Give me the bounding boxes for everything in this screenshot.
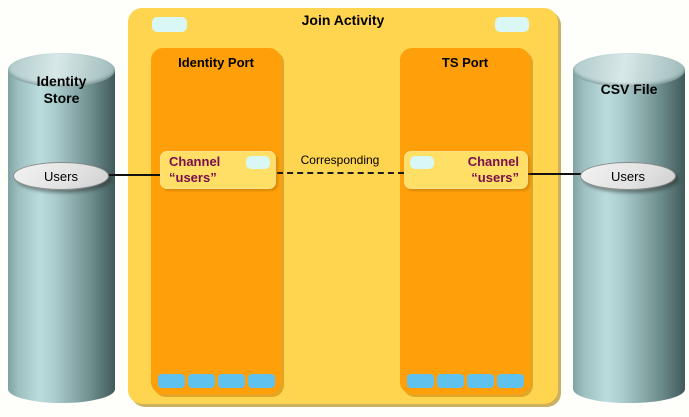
csv-file-cylinder: CSV File bbox=[573, 53, 685, 403]
ts-port-channel-box: Channel “users” bbox=[404, 151, 528, 189]
port-chip bbox=[247, 374, 275, 388]
identity-port-channel-box: Channel “users” bbox=[160, 151, 276, 189]
port-chip bbox=[496, 374, 524, 388]
ts-port-box: TS Port bbox=[400, 48, 530, 394]
identity-store-label: Identity Store bbox=[36, 73, 87, 106]
connector-chip-top-left bbox=[152, 17, 187, 32]
channel-label-line1: Channel bbox=[169, 154, 221, 169]
csv-file-label: CSV File bbox=[600, 81, 658, 97]
channel-chip bbox=[246, 156, 270, 169]
corresponding-dashed-line bbox=[277, 172, 404, 174]
identity-store-users-ellipse: Users bbox=[13, 162, 109, 190]
channel-label: Channel “users” bbox=[468, 154, 519, 186]
corresponding-label: Corresponding bbox=[300, 153, 380, 167]
cylinder-top bbox=[573, 53, 685, 87]
ts-port-chip-row bbox=[400, 374, 530, 388]
identity-port-box: Identity Port bbox=[151, 48, 281, 394]
identity-port-title: Identity Port bbox=[178, 55, 254, 70]
port-chip bbox=[187, 374, 215, 388]
port-chip bbox=[406, 374, 434, 388]
cylinder-top bbox=[8, 53, 115, 87]
ts-port-title: TS Port bbox=[441, 55, 489, 70]
identity-store-cylinder: Identity Store bbox=[8, 53, 115, 403]
port-chip bbox=[157, 374, 185, 388]
identity-store-to-channel-line bbox=[104, 174, 162, 176]
connector-chip-top-right bbox=[495, 17, 529, 32]
channel-chip bbox=[410, 156, 434, 169]
csv-file-users-ellipse: Users bbox=[580, 162, 676, 190]
channel-label-line2: “users” bbox=[169, 170, 217, 185]
cylinder-body bbox=[8, 70, 115, 403]
port-chip bbox=[466, 374, 494, 388]
port-chip bbox=[436, 374, 464, 388]
port-chip bbox=[217, 374, 245, 388]
channel-to-csv-file-line bbox=[526, 173, 584, 175]
channel-label: Channel “users” bbox=[169, 154, 220, 186]
join-activity-title: Join Activity bbox=[301, 12, 385, 28]
channel-label-line2: “users” bbox=[471, 170, 519, 185]
identity-port-chip-row bbox=[151, 374, 281, 388]
cylinder-body bbox=[573, 70, 685, 403]
channel-label-line1: Channel bbox=[467, 154, 519, 169]
